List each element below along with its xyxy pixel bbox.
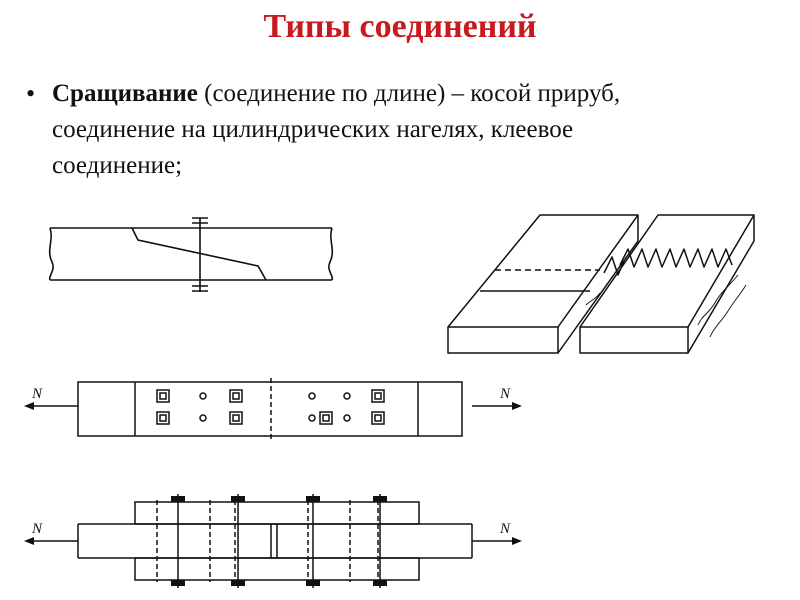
force-label-right-side: N (499, 521, 511, 537)
finger-joint-drawing (440, 205, 760, 365)
bullet-item: • Сращивание (соединение по длине) – косо… (26, 76, 702, 184)
dowel-joint-plan-drawing: N N (20, 368, 530, 468)
bullet-marker: • (26, 79, 36, 108)
scarf-joint-drawing (40, 210, 350, 300)
force-label-right: N (499, 386, 511, 402)
bullet-text: (соединение по длине) – косой прируб, со… (52, 80, 621, 179)
slide-title: Типы соединений (263, 8, 537, 45)
dowel-joint-side-drawing: N N (20, 488, 530, 598)
force-label-left-side: N (31, 521, 43, 537)
force-label-left: N (31, 386, 43, 402)
bullet-term: Сращивание (52, 80, 198, 107)
